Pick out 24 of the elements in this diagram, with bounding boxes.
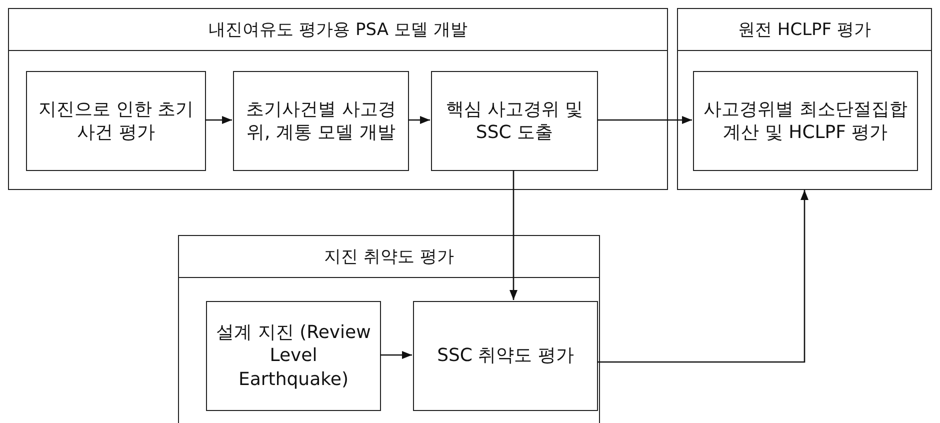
box-text: 지진으로 인한 초기사건 평가 [37,98,195,144]
group-panel [8,8,668,190]
group-title: 지진 취약도 평가 [324,246,454,268]
arrow [597,190,808,363]
process-box [26,71,206,171]
box-text: SSC 취약도 평가 [437,344,574,368]
group-panel [178,235,600,423]
group-title: 원전 HCLPF 평가 [738,19,871,41]
arrow [205,116,232,124]
process-box [431,71,598,171]
box-text: 사고경위별 최소단절집합 계산 및 HCLPF 평가 [702,98,908,144]
arrow [408,116,430,124]
process-box [206,301,381,411]
box-text: 설계 지진 (Review Level Earthquake) [215,320,372,392]
arrow [380,351,412,359]
box-text: 핵심 사고경위 및 SSC 도출 [444,98,584,144]
arrow [597,116,692,124]
box-text: 초기사건별 사고경위, 계통 모델 개발 [245,98,397,144]
process-box [233,71,409,171]
process-box [413,301,598,411]
group-title: 내진여유도 평가용 PSA 모델 개발 [208,19,468,41]
arrow [510,170,518,300]
group-panel [677,8,932,190]
process-box [693,71,918,171]
